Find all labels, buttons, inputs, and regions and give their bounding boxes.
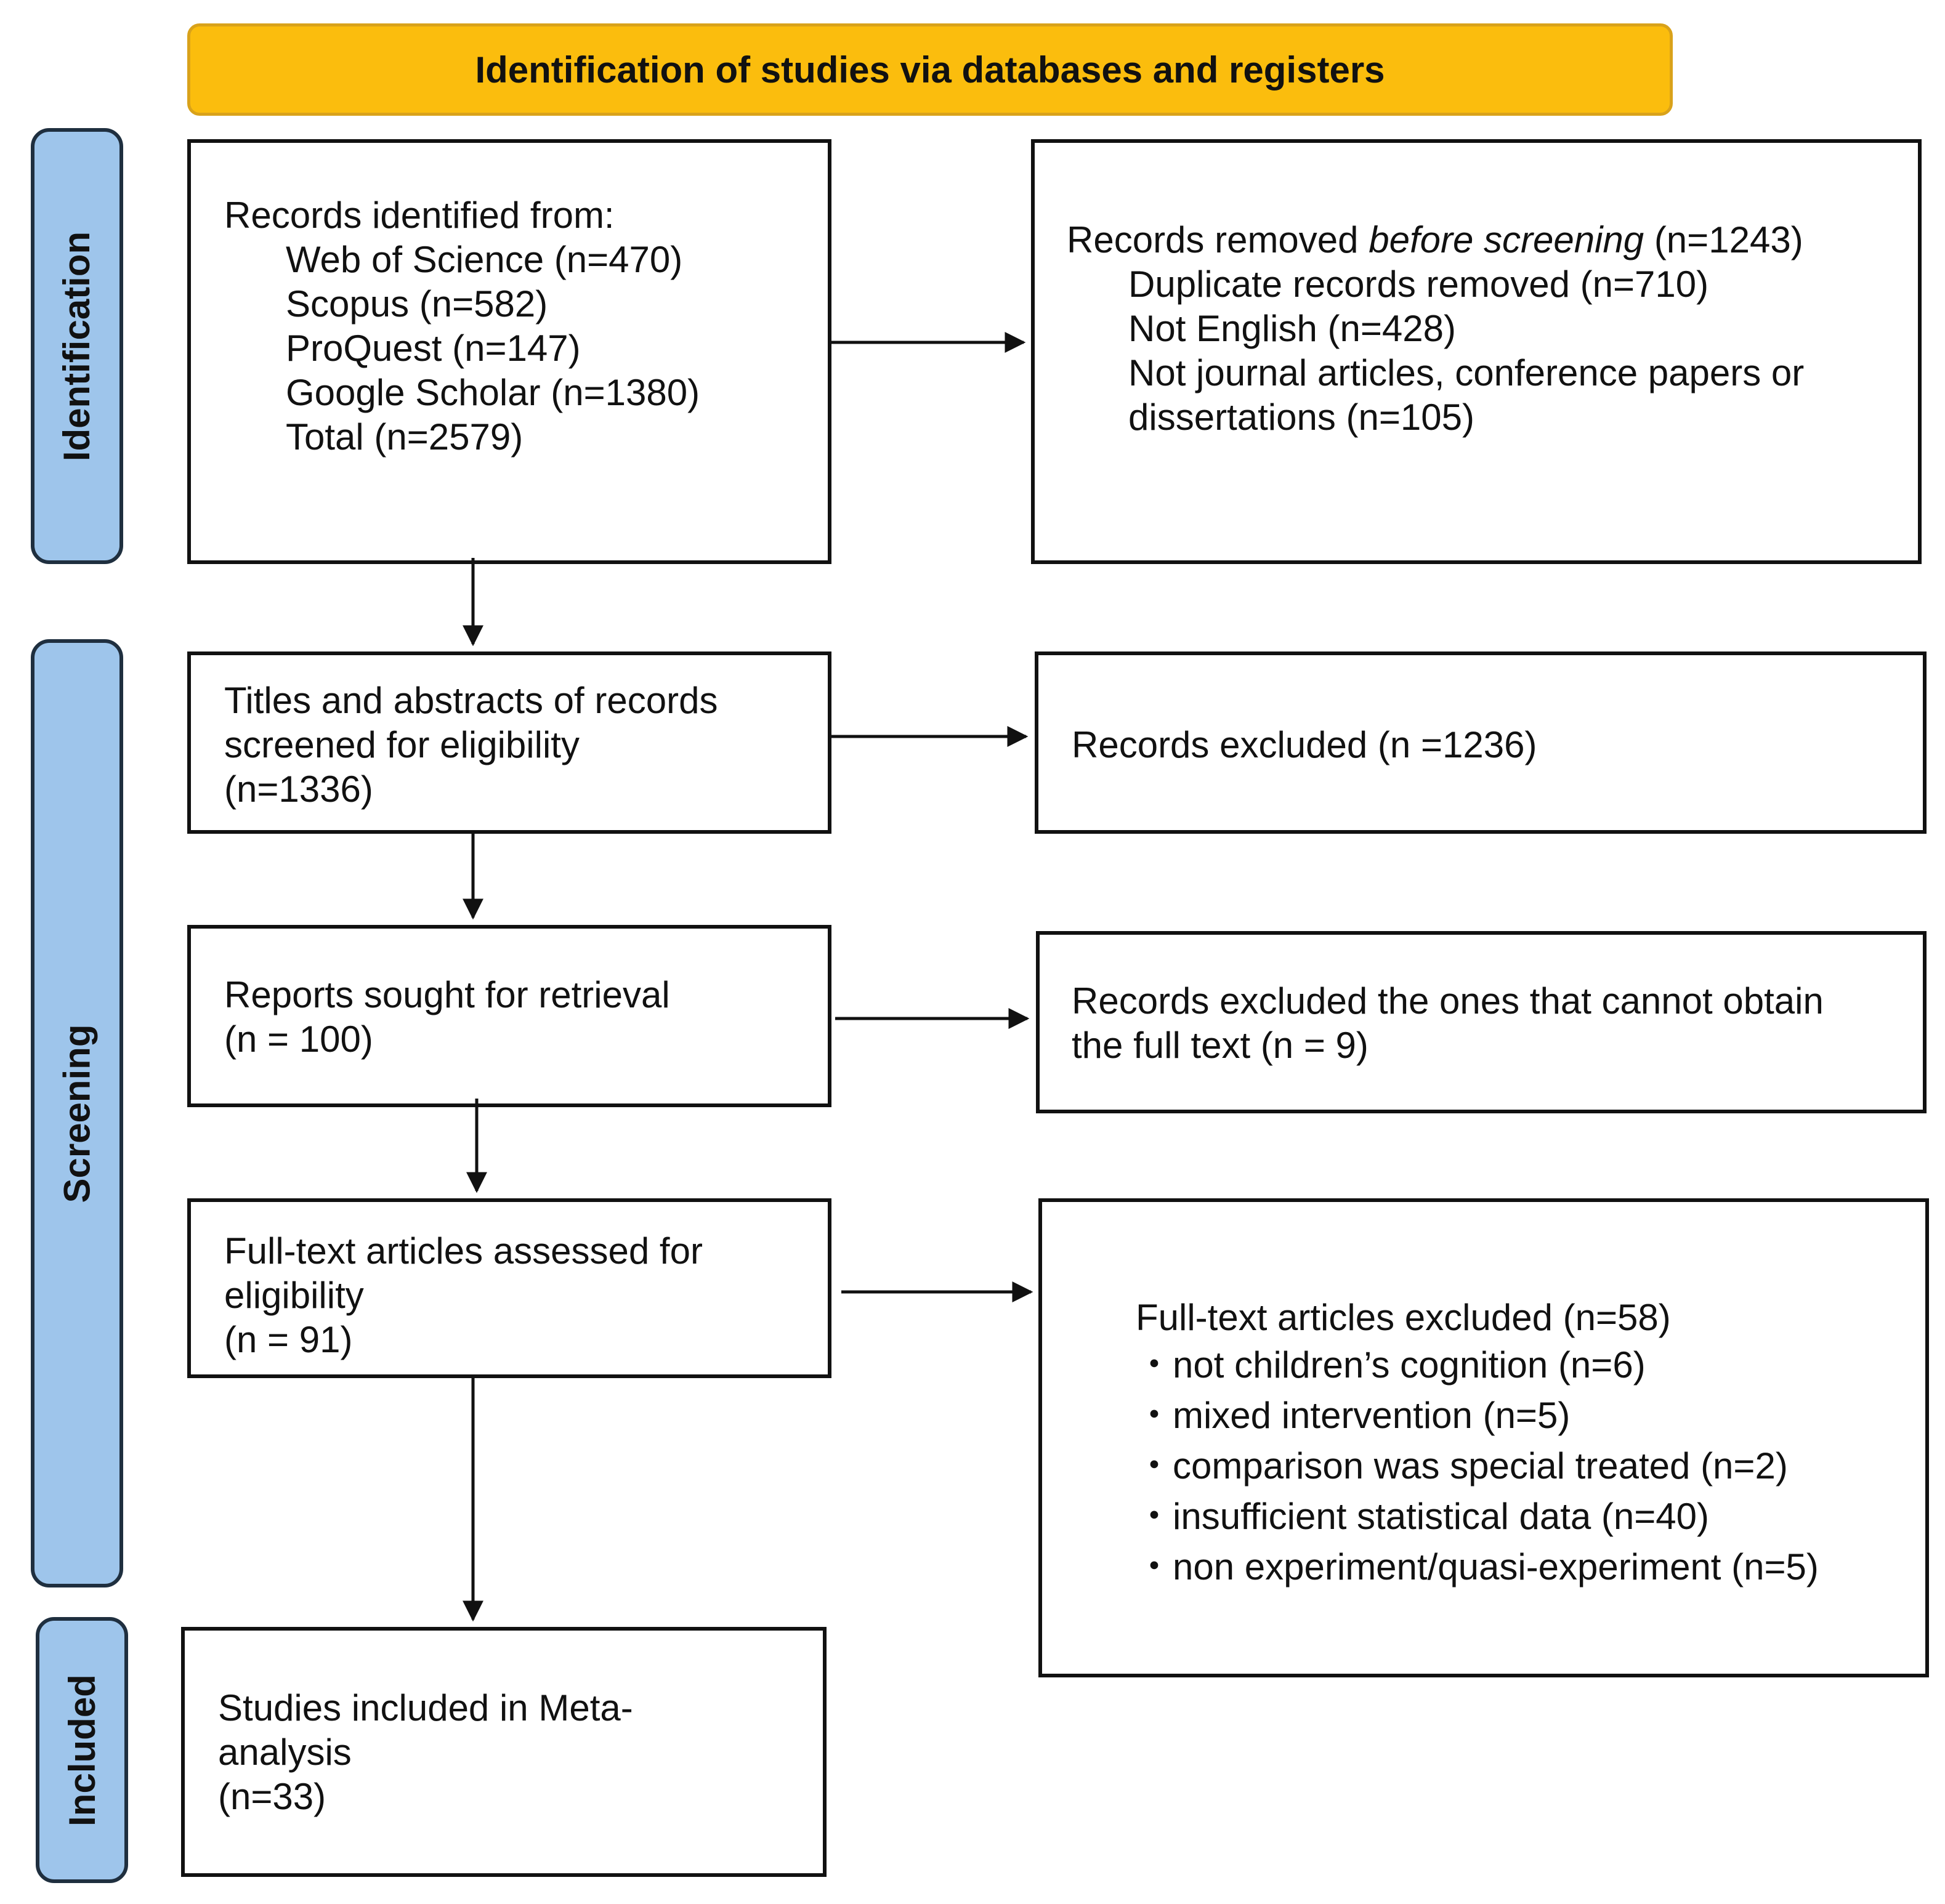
diagram-title: Identification of studies via databases … — [187, 23, 1673, 116]
fulltext-excluded-item: ・not children’s cognition (n=6) — [1136, 1344, 1646, 1386]
studies-included-line: Studies included in Meta- — [218, 1687, 633, 1729]
records-identified-item: Scopus (n=582) — [286, 283, 548, 325]
records-identified-item: Google Scholar (n=1380) — [286, 372, 700, 413]
phase-label-identification: Identification — [31, 128, 123, 564]
fulltext-assessed-line: eligibility — [224, 1275, 364, 1316]
fulltext-excluded-item: ・insufficient statistical data (n=40) — [1136, 1496, 1710, 1537]
studies-included-box: Studies included in Meta- analysis (n=33… — [181, 1627, 827, 1877]
records-removed-item: dissertations (n=105) — [1128, 397, 1474, 438]
phase-label-screening: Screening — [31, 639, 123, 1587]
records-identified-item: Total (n=2579) — [286, 416, 524, 458]
reports-not-retrieved-box: Records excluded the ones that cannot ob… — [1036, 931, 1927, 1113]
reports-sought-line: Reports sought for retrieval — [224, 974, 670, 1015]
titles-screened-line: screened for eligibility — [224, 724, 580, 765]
studies-included-line: (n=33) — [218, 1776, 326, 1817]
phase-label-included: Included — [36, 1617, 128, 1883]
fulltext-excluded-box: Full-text articles excluded (n=58) ・not … — [1038, 1198, 1929, 1677]
records-removed-heading: Records removed before screening (n=1243… — [1067, 218, 1918, 262]
fulltext-assessed-line: (n = 91) — [224, 1319, 353, 1360]
phase-screening-text: Screening — [56, 1023, 98, 1203]
fulltext-excluded-item: ・mixed intervention (n=5) — [1136, 1395, 1571, 1436]
reports-sought-box: Reports sought for retrieval (n = 100) — [187, 925, 831, 1107]
records-removed-prefix: Records removed — [1067, 219, 1369, 260]
records-removed-box: Records removed before screening (n=1243… — [1031, 139, 1922, 564]
records-identified-item: Web of Science (n=470) — [286, 239, 683, 280]
fulltext-assessed-line: Full-text articles assessed for — [224, 1230, 703, 1272]
reports-sought-line: (n = 100) — [224, 1019, 373, 1060]
reports-not-retrieved-line: Records excluded the ones that cannot ob… — [1072, 980, 1824, 1022]
fulltext-excluded-item: ・non experiment/quasi-experiment (n=5) — [1136, 1546, 1819, 1587]
records-removed-emphasis: before screening — [1369, 219, 1644, 260]
records-identified-heading: Records identified from: — [224, 195, 615, 236]
titles-screened-box: Titles and abstracts of records screened… — [187, 651, 831, 834]
phase-included-text: Included — [61, 1674, 103, 1826]
titles-screened-line: Titles and abstracts of records — [224, 680, 718, 721]
records-removed-suffix: (n=1243) — [1644, 219, 1803, 260]
records-excluded-box: Records excluded (n =1236) — [1035, 651, 1927, 834]
fulltext-assessed-box: Full-text articles assessed for eligibil… — [187, 1198, 831, 1378]
records-identified-item: ProQuest (n=147) — [286, 328, 581, 369]
records-removed-item: Not journal articles, conference papers … — [1128, 352, 1805, 393]
reports-not-retrieved-line: the full text (n = 9) — [1072, 1025, 1369, 1066]
records-removed-item: Not English (n=428) — [1128, 308, 1456, 349]
titles-screened-line: (n=1336) — [224, 768, 373, 810]
phase-identification-text: Identification — [56, 231, 98, 461]
records-removed-item: Duplicate records removed (n=710) — [1128, 264, 1709, 305]
studies-included-line: analysis — [218, 1732, 352, 1773]
records-excluded-text: Records excluded (n =1236) — [1072, 724, 1537, 765]
fulltext-excluded-item: ・comparison was special treated (n=2) — [1136, 1445, 1788, 1486]
records-identified-box: Records identified from: Web of Science … — [187, 139, 831, 564]
fulltext-excluded-heading: Full-text articles excluded (n=58) — [1136, 1297, 1671, 1338]
